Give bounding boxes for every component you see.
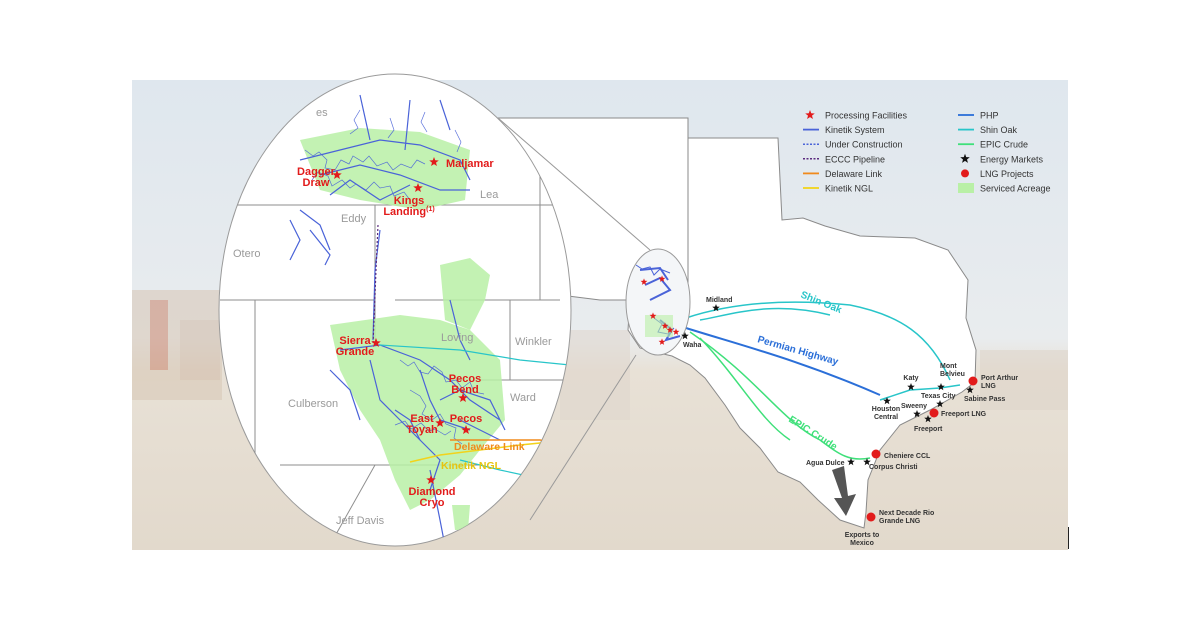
- legend-label: Serviced Acreage: [980, 184, 1051, 194]
- energy-market-label: Katy: [903, 375, 918, 382]
- county-label: Loving: [441, 332, 473, 344]
- energy-market-star: [924, 415, 932, 423]
- energy-market-label: Freeport: [914, 426, 943, 433]
- kinetik-ngl-label: Kinetik NGL: [441, 460, 502, 472]
- energy-market-star: [907, 383, 915, 391]
- energy-market-label: Sabine Pass: [964, 396, 1005, 403]
- legend-label: Energy Markets: [980, 154, 1044, 164]
- county-label: Otero: [233, 248, 261, 260]
- energy-market-star: [681, 332, 689, 340]
- background-equipment: [132, 290, 1068, 420]
- processing-facility-star: [332, 170, 342, 180]
- legend-symbol: [958, 183, 974, 193]
- small-oval-facilities: [640, 275, 680, 345]
- processing-facility-star: [672, 328, 680, 335]
- lng-project-dot: [871, 449, 881, 459]
- processing-facility-star: [426, 475, 436, 485]
- main-pipelines: [685, 301, 961, 460]
- processing-facility-star: [666, 326, 674, 333]
- lng-project-dot: [929, 408, 939, 418]
- legend-label: Under Construction: [825, 140, 903, 150]
- gray-arrow: [832, 466, 856, 516]
- inset-map: [220, 80, 571, 546]
- processing-facility-star: [435, 418, 445, 428]
- energy-market-star: [712, 304, 720, 312]
- processing-facility-star: [649, 312, 657, 319]
- caption-divider: [1068, 527, 1069, 549]
- energy-market-label: Waha: [683, 342, 702, 349]
- energy-market-star: [936, 400, 944, 408]
- legend-label: ECCC Pipeline: [825, 154, 885, 164]
- energy-market-label: Texas City: [921, 393, 956, 400]
- permian-small-network: [635, 264, 681, 342]
- legend-label: Shin Oak: [980, 125, 1018, 135]
- energy-market-star: [966, 386, 974, 394]
- processing-facility-star: [658, 338, 666, 345]
- delaware-link-label: Delaware Link: [454, 441, 525, 453]
- legend-symbol: [960, 153, 970, 163]
- permian-small-oval: [625, 248, 691, 356]
- legend-label: LNG Projects: [980, 169, 1034, 179]
- energy-market-label: Agua Dulce: [806, 460, 845, 467]
- processing-facility-star: [461, 425, 471, 435]
- county-label: Winkler: [515, 336, 552, 348]
- legend-label: Processing Facilities: [825, 111, 908, 121]
- legend-label: EPIC Crude: [980, 140, 1028, 150]
- processing-facility-star: [429, 157, 439, 167]
- county-label: Eddy: [341, 213, 367, 225]
- processing-facility-star: [371, 338, 381, 348]
- lng-project-dot: [968, 376, 978, 386]
- energy-market-label: Sweeny: [901, 403, 927, 410]
- energy-market-star: [883, 397, 891, 405]
- energy-market-label: Midland: [706, 297, 732, 304]
- processing-facility-star: [658, 275, 666, 282]
- facility-label-pecos: Pecos: [450, 413, 482, 425]
- legend-label: PHP: [980, 111, 999, 121]
- legend-symbol: [961, 169, 969, 178]
- energy-market-star: [863, 458, 871, 466]
- legend-label: Kinetik NGL: [825, 184, 873, 194]
- processing-facility-star: [458, 393, 468, 403]
- zoom-connector-lines: [497, 117, 651, 521]
- energy-market-star: [847, 458, 855, 466]
- processing-facility-star: [413, 183, 423, 193]
- lng-project-label: Cheniere CCL: [884, 453, 931, 460]
- lng-project-label: Freeport LNG: [941, 411, 987, 418]
- energy-market-star: [937, 383, 945, 391]
- county-label: Culberson: [288, 398, 338, 410]
- legend-label: Delaware Link: [825, 169, 883, 179]
- energy-market-star: [913, 410, 921, 418]
- processing-facility-star: [640, 278, 648, 285]
- county-label-fragment: es: [316, 107, 328, 119]
- facility-label-maljamar: Maljamar: [446, 158, 494, 170]
- county-label: Lea: [480, 189, 499, 201]
- county-label: Jeff Davis: [336, 515, 385, 527]
- legend-label: Kinetik System: [825, 125, 885, 135]
- lng-project-dot: [866, 512, 876, 522]
- legend-symbol: [805, 110, 815, 120]
- energy-market-label: Corpus Christi: [869, 464, 918, 471]
- processing-facility-star: [661, 322, 669, 329]
- county-label: Ward: [510, 392, 536, 404]
